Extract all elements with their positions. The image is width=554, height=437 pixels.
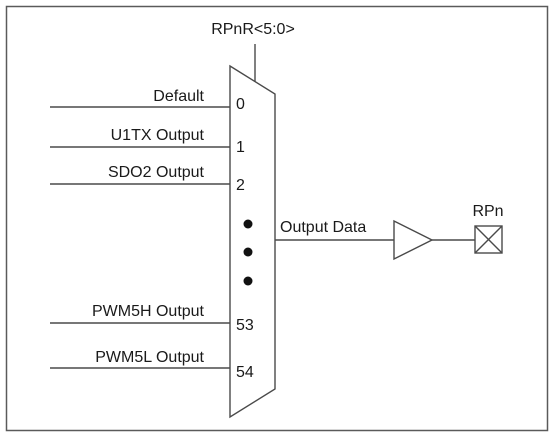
output-buffer-triangle: [393, 219, 434, 261]
input-index-53: 53: [236, 317, 254, 334]
ellipsis-dot-3: [243, 276, 253, 286]
input-label-sdo2: SDO2 Output: [108, 164, 205, 181]
input-label-pwm5h: PWM5H Output: [92, 303, 205, 320]
input-index-2: 2: [236, 177, 245, 194]
input-index-54: 54: [236, 364, 254, 381]
pin-label: RPn: [472, 203, 503, 220]
input-label-default: Default: [153, 88, 204, 105]
multiplexer-body: [229, 64, 276, 419]
pin-cross-line-2: [474, 225, 503, 254]
input-label-u1tx: U1TX Output: [111, 127, 205, 144]
input-label-pwm5l: PWM5L Output: [95, 349, 204, 366]
diagram-frame: [5, 5, 549, 432]
select-signal-label: RPnR<5:0>: [211, 21, 295, 38]
input-index-0: 0: [236, 96, 245, 113]
input-index-1: 1: [236, 139, 245, 156]
ellipsis-dot-1: [243, 219, 253, 229]
ellipsis-dot-2: [243, 247, 253, 257]
output-data-label: Output Data: [280, 219, 366, 236]
